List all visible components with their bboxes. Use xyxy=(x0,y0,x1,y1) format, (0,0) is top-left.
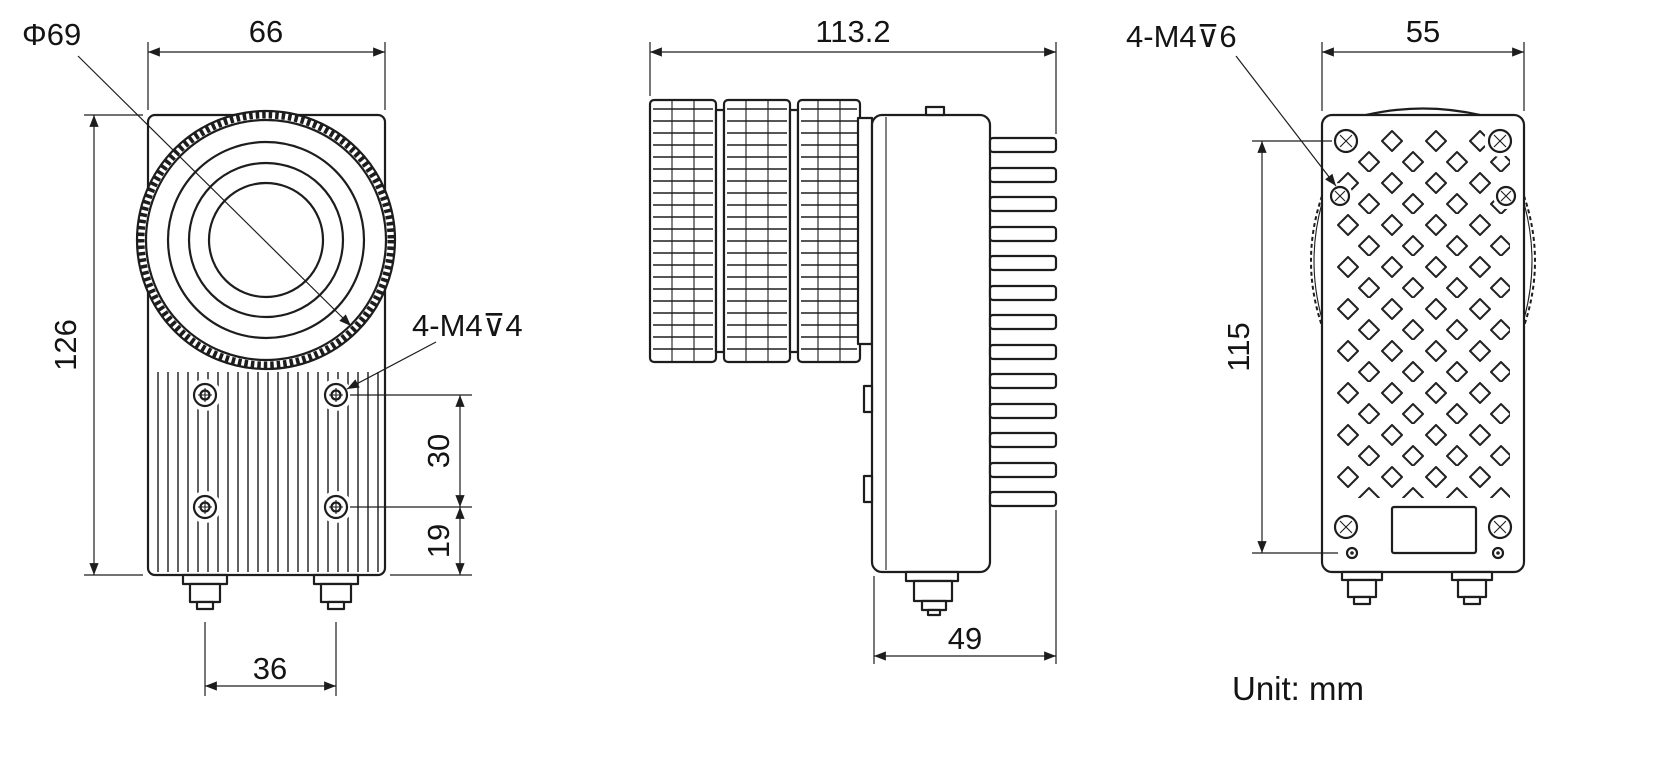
dim-lens-diameter: Φ69 xyxy=(22,17,81,52)
back-connectors xyxy=(1340,570,1494,606)
callout-front-screws: 4-M4⊽4 xyxy=(412,308,523,343)
side-lens-barrel xyxy=(648,98,874,364)
front-screw-holes xyxy=(189,379,352,523)
heatsink-fins xyxy=(988,136,1058,508)
side-button-bottom xyxy=(862,474,874,504)
dim-back-hole-spacing: 115 xyxy=(1221,322,1256,371)
back-vent-pattern xyxy=(1336,130,1510,498)
side-body xyxy=(870,113,992,574)
back-screws xyxy=(1327,125,1519,560)
back-bottom-plate xyxy=(1390,505,1478,555)
front-screw-callout: 4-M4⊽4 xyxy=(346,308,523,390)
dim-front-height: 126 xyxy=(48,319,83,371)
dim-side-depth: 49 xyxy=(948,621,982,656)
front-dim-connector-spacing: 36 xyxy=(204,622,337,696)
front-view: 66 Φ69 126 4-M4⊽4 30 19 36 xyxy=(22,14,523,696)
side-view: 113.2 49 xyxy=(648,14,1058,664)
back-dim-width: 55 xyxy=(1321,14,1525,111)
side-dim-depth: 49 xyxy=(873,510,1057,664)
front-dim-lens-diameter: Φ69 xyxy=(22,17,352,327)
back-top-arc xyxy=(1365,107,1481,117)
front-lens xyxy=(135,109,397,371)
back-screw-callout: 4-M4⊽6 xyxy=(1126,19,1337,187)
back-dim-hole-spacing: 115 xyxy=(1221,140,1338,554)
side-dim-length: 113.2 xyxy=(649,14,1057,134)
side-button-top xyxy=(862,384,874,414)
front-dim-width: 66 xyxy=(147,14,386,110)
front-connectors xyxy=(181,573,360,611)
front-dim-screw-rows: 30 19 xyxy=(350,394,472,576)
back-view: 55 115 4-M4⊽6 xyxy=(1126,14,1536,606)
dim-side-length: 113.2 xyxy=(815,14,890,49)
dim-connector-spacing: 36 xyxy=(253,651,287,686)
callout-back-screws: 4-M4⊽6 xyxy=(1126,19,1237,54)
dim-back-width: 55 xyxy=(1406,14,1440,49)
side-bottom-connector xyxy=(904,570,960,617)
unit-label: Unit: mm xyxy=(1232,670,1364,707)
side-top-bump xyxy=(924,105,946,117)
dim-screw-row-spacing: 30 xyxy=(421,434,456,468)
back-right-knurl xyxy=(1523,195,1536,327)
dim-front-width: 66 xyxy=(249,14,283,49)
dim-screw-bottom-offset: 19 xyxy=(421,524,456,558)
back-left-knurl xyxy=(1310,195,1323,327)
front-dim-height: 126 xyxy=(48,114,143,576)
